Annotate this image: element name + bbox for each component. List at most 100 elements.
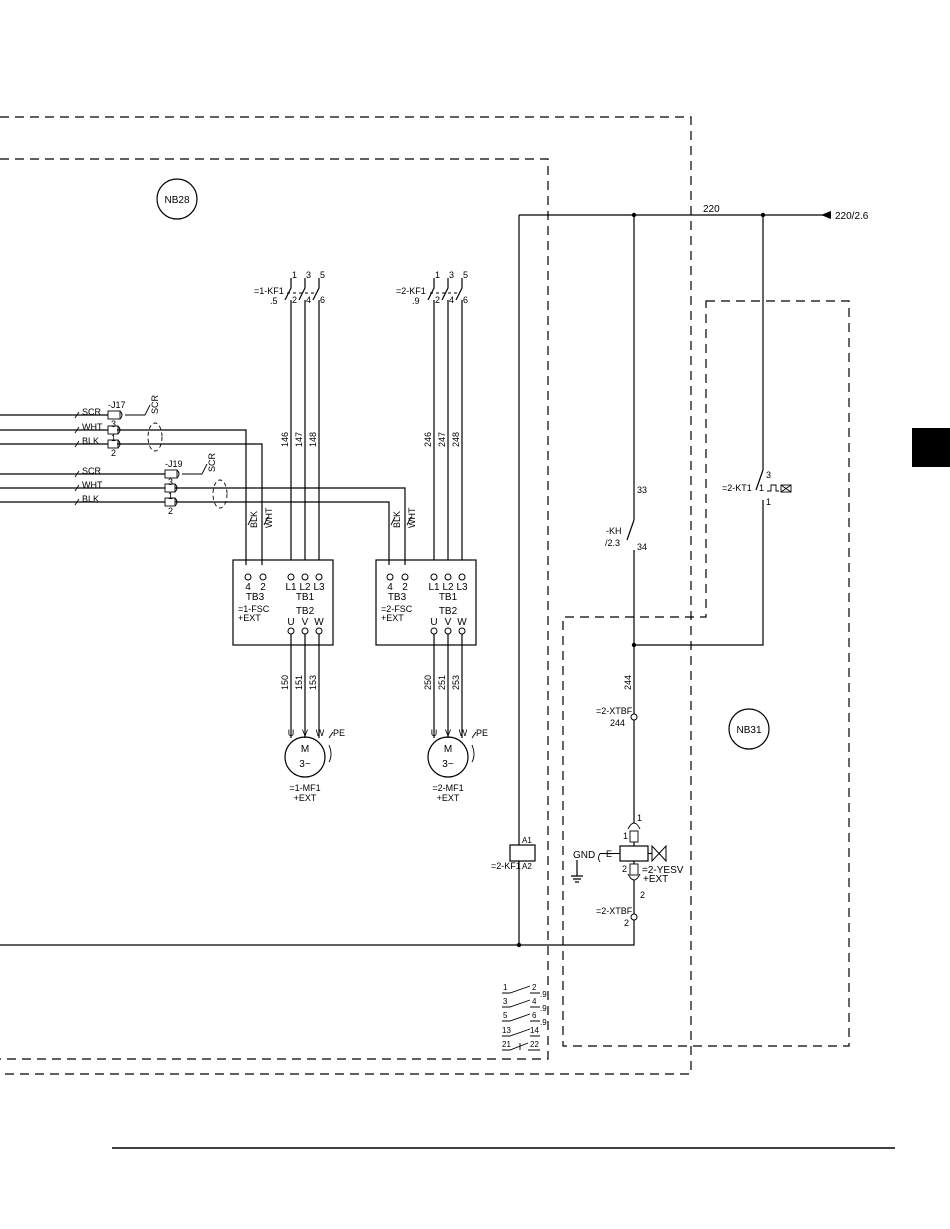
svg-text:5: 5 xyxy=(503,1011,508,1020)
svg-text:WHT: WHT xyxy=(407,507,417,528)
svg-text:=1-MF1: =1-MF1 xyxy=(289,783,320,793)
svg-text:=2-KF1: =2-KF1 xyxy=(396,286,426,296)
svg-text:TB1: TB1 xyxy=(439,592,458,603)
svg-text:4: 4 xyxy=(449,295,454,305)
svg-text:.9: .9 xyxy=(412,296,420,306)
svg-text:L3: L3 xyxy=(456,582,468,593)
svg-text:3: 3 xyxy=(766,470,771,480)
svg-text:1: 1 xyxy=(503,983,508,992)
svg-text:244: 244 xyxy=(610,718,625,728)
svg-text:TB1: TB1 xyxy=(296,592,315,603)
svg-text:3~: 3~ xyxy=(299,759,311,770)
valve-name: =2-YESV xyxy=(642,865,684,876)
svg-text:153: 153 xyxy=(308,675,318,690)
contact-kh: 33 34 -KH /2.3 244 xyxy=(605,215,647,812)
svg-text:PE: PE xyxy=(333,728,345,738)
svg-text:5: 5 xyxy=(463,270,468,280)
supply-ref-label: 220/2.6 xyxy=(835,211,869,222)
cable-j19: SCR WHT BLK -J19 3 1 2 SCR xyxy=(0,452,406,565)
svg-text:6: 6 xyxy=(463,295,468,305)
vfd-1-fsc: 4 2 TB3 L1 L2 L3 TB1 =1-FSC +EXT TB2 U V… xyxy=(232,559,334,646)
drive-2: 1 3 5 2 4 6 =2-KF1 .9 246 247 248 BLK WH… xyxy=(375,270,488,803)
svg-text:W: W xyxy=(459,728,468,738)
svg-text:V: V xyxy=(445,617,452,628)
contact-row-5: 21 22 xyxy=(502,1040,540,1051)
nb28-label: NB28 xyxy=(164,195,189,206)
contact-row-4: 13 14 xyxy=(502,1026,540,1037)
svg-text:1: 1 xyxy=(168,491,173,501)
svg-text:E: E xyxy=(606,849,612,859)
supply-line-220: 220 220/2.6 xyxy=(519,204,869,222)
svg-text:BLK: BLK xyxy=(392,511,402,528)
svg-text:3: 3 xyxy=(168,477,173,487)
svg-text:PE: PE xyxy=(476,728,488,738)
svg-text:2: 2 xyxy=(622,864,627,874)
vfd-2-fsc: 4 2 TB3 L1 L2 L3 TB1 =2-FSC +EXT TB2 U V… xyxy=(375,559,477,646)
contactor-coil-2-kf1: A1 A2 =2-KF1 xyxy=(491,836,536,871)
svg-text:V: V xyxy=(302,617,309,628)
timer-2-kt1-circuit: 3 1 1 =2-KT1 xyxy=(631,215,792,648)
svg-text:U: U xyxy=(287,617,294,628)
main-contacts-2-kf1: 1 3 5 2 4 6 =2-KF1 .9 xyxy=(396,270,468,560)
svg-text:WHT: WHT xyxy=(264,507,274,528)
cabinet-nb28-boundary xyxy=(0,158,549,1060)
svg-text:2: 2 xyxy=(168,506,173,516)
svg-text:3: 3 xyxy=(449,270,454,280)
svg-text:+EXT: +EXT xyxy=(294,793,317,803)
svg-text:M: M xyxy=(444,744,452,755)
cabinet-outer-boundary xyxy=(0,116,692,1075)
svg-text:M: M xyxy=(301,744,309,755)
main-contacts-1-kf1: 1 3 5 2 4 6 =1-KF1 .5 xyxy=(254,270,325,560)
svg-text:=2-XTBF: =2-XTBF xyxy=(596,706,633,716)
svg-text:2: 2 xyxy=(532,983,537,992)
terminal-xtbf-244: =2-XTBF 244 xyxy=(596,706,638,728)
svg-text:2: 2 xyxy=(435,295,440,305)
vfd-location: +EXT xyxy=(381,613,404,623)
svg-text:146: 146 xyxy=(280,432,290,447)
nb31-label-bubble: NB31 xyxy=(728,708,770,750)
svg-text:2: 2 xyxy=(640,890,645,900)
svg-text:1: 1 xyxy=(759,483,764,493)
coil-circuit-wiring xyxy=(0,215,635,948)
svg-text:=2-KF1: =2-KF1 xyxy=(491,861,521,871)
svg-text:SCR: SCR xyxy=(82,466,102,476)
svg-text:L1: L1 xyxy=(285,582,297,593)
svg-text:4: 4 xyxy=(387,582,393,593)
svg-text:246: 246 xyxy=(423,432,433,447)
svg-text:.5: .5 xyxy=(270,296,278,306)
svg-text:5: 5 xyxy=(320,270,325,280)
svg-text:.9: .9 xyxy=(540,1004,547,1013)
svg-text:2: 2 xyxy=(402,582,408,593)
svg-text:4: 4 xyxy=(245,582,251,593)
timer-delay-icon xyxy=(767,484,792,493)
svg-text:148: 148 xyxy=(308,432,318,447)
svg-text:WHT: WHT xyxy=(82,422,103,432)
svg-text:+EXT: +EXT xyxy=(437,793,460,803)
svg-text:-J19: -J19 xyxy=(165,459,183,469)
svg-text:1: 1 xyxy=(637,813,642,823)
svg-text:GND: GND xyxy=(573,850,595,861)
timer-name: =2-KT1 xyxy=(722,483,752,493)
svg-text:W: W xyxy=(457,617,467,628)
wire-244-label: 244 xyxy=(623,675,633,690)
svg-text:SCR: SCR xyxy=(207,452,217,472)
svg-text:TB3: TB3 xyxy=(246,592,265,603)
svg-text:U: U xyxy=(288,728,295,738)
svg-text:BLK: BLK xyxy=(82,494,99,504)
page-tab-marker xyxy=(912,428,950,467)
terminal-xtbf-2: =2-XTBF 2 xyxy=(596,906,638,928)
svg-text:=2-MF1: =2-MF1 xyxy=(432,783,463,793)
ground-symbol: GND E xyxy=(571,849,620,883)
supply-wire-label: 220 xyxy=(703,204,720,215)
svg-text:A2: A2 xyxy=(522,862,532,871)
svg-text:TB2: TB2 xyxy=(296,606,315,617)
solenoid-valve-2-yesv: 1 1 2 2 =2-YESV +EXT GND E xyxy=(571,812,684,914)
svg-text:SCR: SCR xyxy=(82,407,102,417)
svg-text:BLK: BLK xyxy=(249,511,259,528)
svg-text:WHT: WHT xyxy=(82,480,103,490)
svg-text:250: 250 xyxy=(423,675,433,690)
svg-text:3: 3 xyxy=(111,419,116,429)
svg-text:SCR: SCR xyxy=(150,394,160,414)
contact-cross-reference: 1 2 .9 3 4 .9 5 6 .9 13 14 21 22 xyxy=(502,983,547,1051)
svg-text:L1: L1 xyxy=(428,582,440,593)
